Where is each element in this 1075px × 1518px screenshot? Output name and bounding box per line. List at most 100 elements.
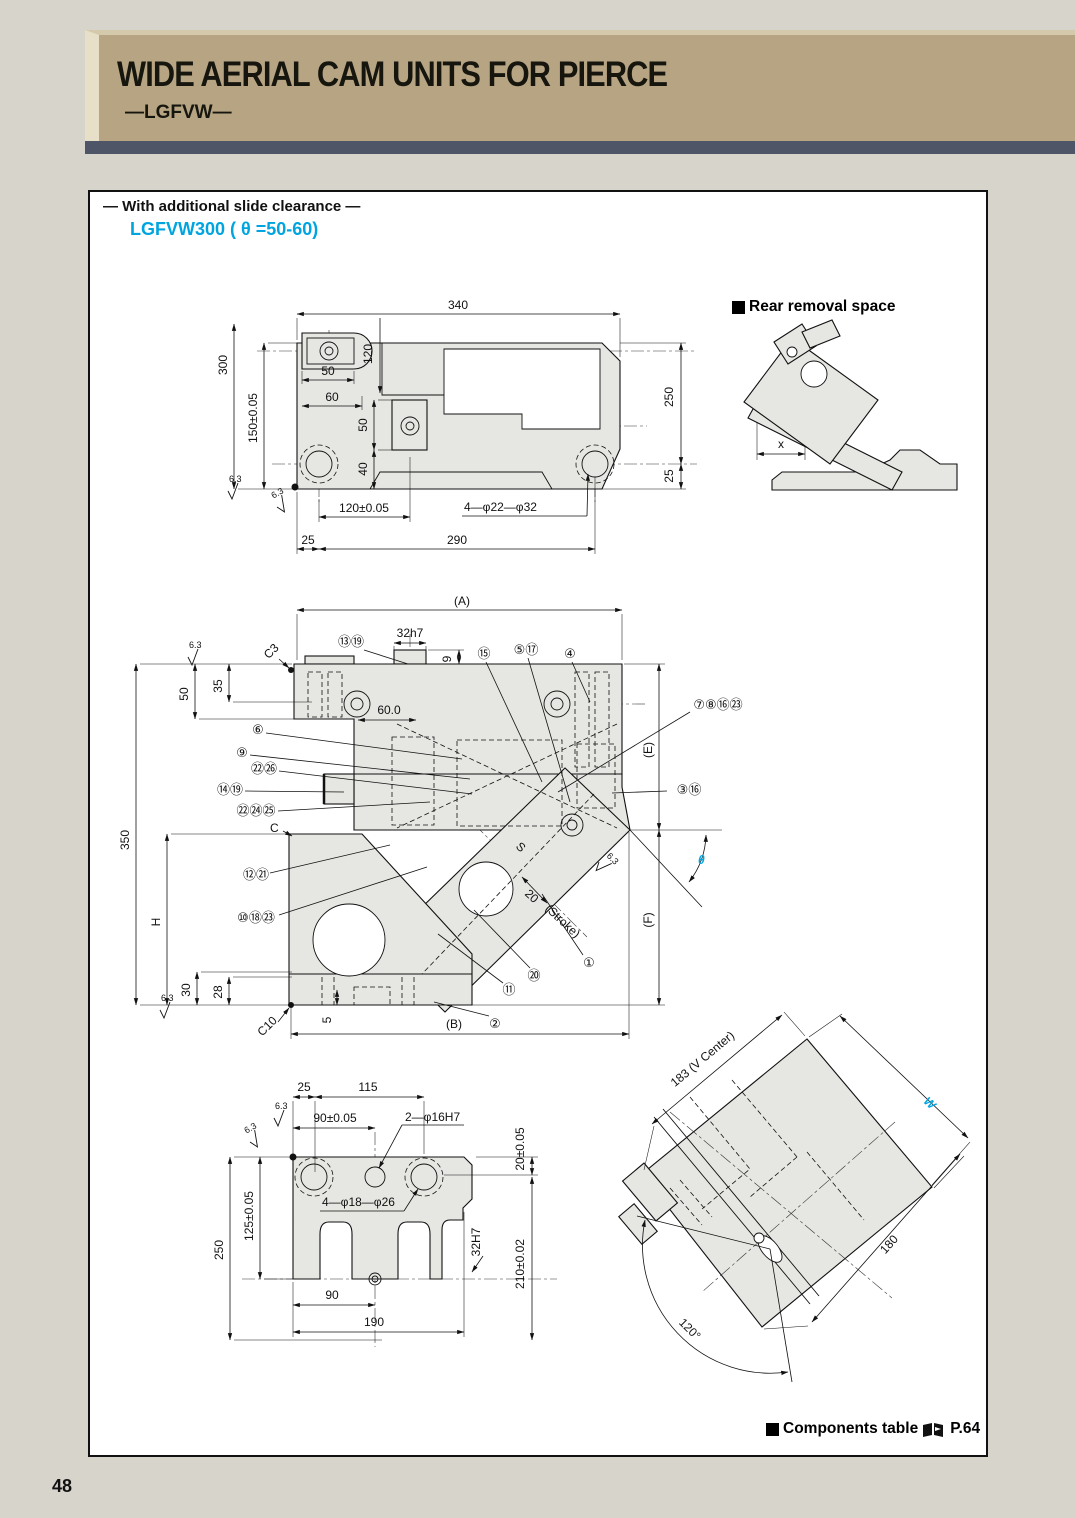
svg-text:40: 40 [356,462,370,476]
dim-25-right: 25 [602,463,686,490]
svg-text:50: 50 [321,364,335,378]
part-callout: ⑫㉑ [243,844,391,883]
svg-text:60.0: 60.0 [377,703,401,717]
svg-text:120±0.05: 120±0.05 [339,501,389,515]
dim-B: (B) [290,832,630,1039]
dim-210: 210±0.02 [513,1176,535,1341]
svg-text:183 (V Center): 183 (V Center) [668,1028,737,1089]
part-callout: ⑬⑲ [338,635,409,665]
svg-text:③⑯: ③⑯ [677,783,702,798]
part-callout: ⑳ [473,909,541,984]
dowel-hole-16h7 [364,1166,386,1188]
part-callout: ⑨ [236,746,471,780]
part-callout: ② [433,1001,501,1032]
section-bullet-icon [732,300,745,314]
key-32h7 [393,649,427,665]
svg-text:25: 25 [301,533,315,547]
dim-90-bottom: 90 [292,1282,376,1337]
part-callout: ⑩⑱㉓ [237,866,428,926]
screw-hole [560,813,584,837]
bottom-view: 25 115 90±0.05 2—φ16H7 [212,1080,557,1347]
rear-removal-label: Rear removal space [749,298,896,315]
svg-text:290: 290 [447,533,467,547]
finish-mark: 6.3 [227,474,242,501]
finish-mark: 6.3 [273,1101,288,1128]
dim-60-0: 60.0 [357,703,417,723]
svg-text:⑫㉑: ⑫㉑ [243,868,269,883]
svg-text:32H7: 32H7 [469,1227,483,1256]
center-screw-hole [400,416,420,436]
screw-hole [543,690,571,718]
svg-text:25: 25 [662,469,676,483]
svg-text:①: ① [583,956,595,971]
svg-text:H: H [149,918,163,927]
chamfer-c: C [270,821,293,837]
svg-text:250: 250 [662,387,676,407]
dim-115: 115 [314,1080,425,1154]
page-subtitle: —LGFVW— [125,102,232,123]
svg-text:50: 50 [177,687,191,701]
base-hole [312,903,386,977]
svg-text:(E): (E) [641,742,655,758]
svg-text:340: 340 [448,298,468,312]
svg-text:30: 30 [179,983,193,997]
svg-text:210±0.02: 210±0.02 [513,1239,527,1289]
pocket-cutout [443,348,601,430]
components-page-ref: P.64 [950,1420,981,1437]
dim-150: 150±0.05 [246,342,298,490]
dim-W: W [808,1013,971,1186]
callout-16h7: 2—φ16H7 [378,1110,464,1169]
svg-text:6.3: 6.3 [269,486,285,501]
dim-340: 340 [296,298,621,357]
svg-text:⑦⑧⑯㉓: ⑦⑧⑯㉓ [693,698,742,713]
dim-190: 190 [292,1212,465,1337]
svg-text:㉒㉖: ㉒㉖ [251,762,277,777]
technical-drawing: 340 120 300 150±0.05 [118,298,971,1383]
dim-F: (F) [472,829,665,1006]
svg-text:190: 190 [364,1315,384,1329]
datum-dot [291,483,299,491]
svg-text:θ: θ [698,853,705,867]
svg-text:115: 115 [358,1080,377,1094]
dim-120-bolt: 120±0.05 [318,457,411,522]
svg-text:120°: 120° [676,1315,704,1343]
small-hole [368,1272,382,1286]
dim-9: 9 [428,649,464,665]
components-heading: Components table P.64 [766,1420,980,1438]
rotated-view: 183 (V Center) W 180 120° [617,1011,971,1383]
svg-text:⑪: ⑪ [502,983,515,998]
front-view: (A) 32h7 9 60.0 [118,594,743,1039]
svg-text:9: 9 [440,655,454,662]
svg-text:6.3: 6.3 [161,993,174,1003]
center-block [391,399,428,451]
svg-text:50: 50 [356,418,370,432]
svg-text:300: 300 [216,355,230,375]
dim-5: 5 [320,989,340,1023]
svg-text:W: W [921,1094,940,1113]
upper-block [293,663,623,775]
svg-text:25: 25 [297,1080,311,1094]
dim-125: 125±0.05 [242,1156,293,1280]
section-bullet-icon [766,1422,779,1436]
svg-text:6.3: 6.3 [275,1101,288,1111]
dim-25: 25 [292,1080,316,1172]
part-callout: ⑤⑰ [514,643,571,803]
screw-hole [343,690,371,718]
plate-outline [292,1156,473,1280]
page-title: WIDE AERIAL CAM UNITS FOR PIERCE [117,55,668,94]
svg-text:125±0.05: 125±0.05 [242,1191,256,1241]
part-callout: ④ [564,647,591,703]
svg-text:④: ④ [564,647,576,662]
dim-250: 250 [620,342,686,465]
clamp-lug [301,332,373,370]
top-view: 340 120 300 150±0.05 [216,298,697,554]
finish-mark: 6.3 [159,993,174,1020]
dim-30: 30 [179,971,292,1006]
dim-x: x [756,422,806,460]
svg-text:120: 120 [361,344,375,364]
dim-250: 250 [212,1156,382,1341]
svg-text:⑨: ⑨ [236,746,248,761]
header-underline-bar [85,141,1075,154]
dim-290: 290 [318,477,596,554]
